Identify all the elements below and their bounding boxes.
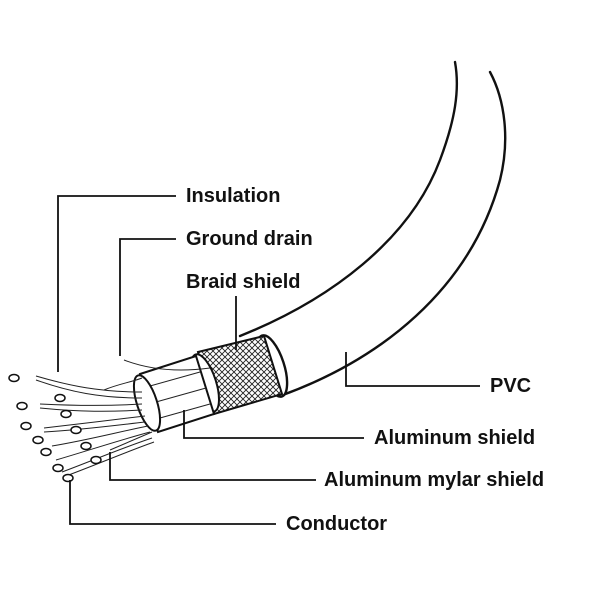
label-pvc: PVC	[490, 375, 532, 397]
leader-aluminum-mylar-shield	[109, 452, 316, 481]
label-braid-shield: Braid shield	[186, 271, 301, 293]
conductor-bundle	[8, 373, 155, 483]
ground-drain-wire	[123, 359, 211, 371]
aluminum-shield	[132, 354, 216, 434]
label-aluminum-mylar-shield: Aluminum mylar shield	[324, 469, 545, 491]
leader-conductor	[69, 480, 276, 525]
label-aluminum-shield: Aluminum shield	[374, 427, 536, 449]
leader-ground-drain	[119, 238, 176, 356]
leader-lines	[57, 195, 480, 525]
label-insulation: Insulation	[186, 185, 281, 207]
label-ground-drain: Ground drain	[186, 228, 313, 250]
label-conductor: Conductor	[286, 513, 388, 535]
leader-pvc	[345, 352, 480, 387]
aluminum-mylar-shield	[103, 377, 153, 451]
leader-aluminum-shield	[183, 410, 364, 439]
leader-insulation	[57, 195, 176, 372]
